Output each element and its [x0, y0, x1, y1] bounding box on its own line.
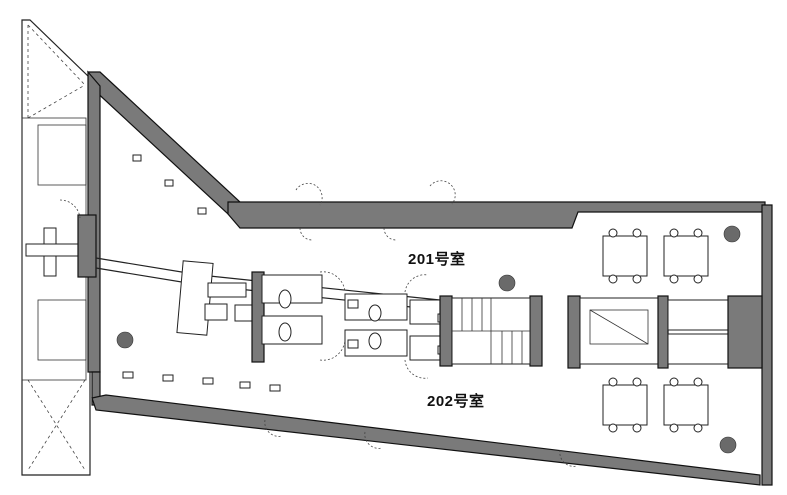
room-label-201: 201号室 [408, 251, 466, 268]
column-icon [122, 154, 281, 392]
outer-wall [21, 19, 773, 486]
plant-icon [116, 225, 741, 454]
door-swing-icon [59, 180, 578, 467]
restroom-core [176, 260, 449, 379]
table-set-icon [602, 228, 709, 433]
stair-icon [439, 295, 543, 367]
room-label-202: 202号室 [427, 393, 485, 410]
cross-column [25, 214, 97, 278]
elevator-icon [567, 295, 763, 369]
